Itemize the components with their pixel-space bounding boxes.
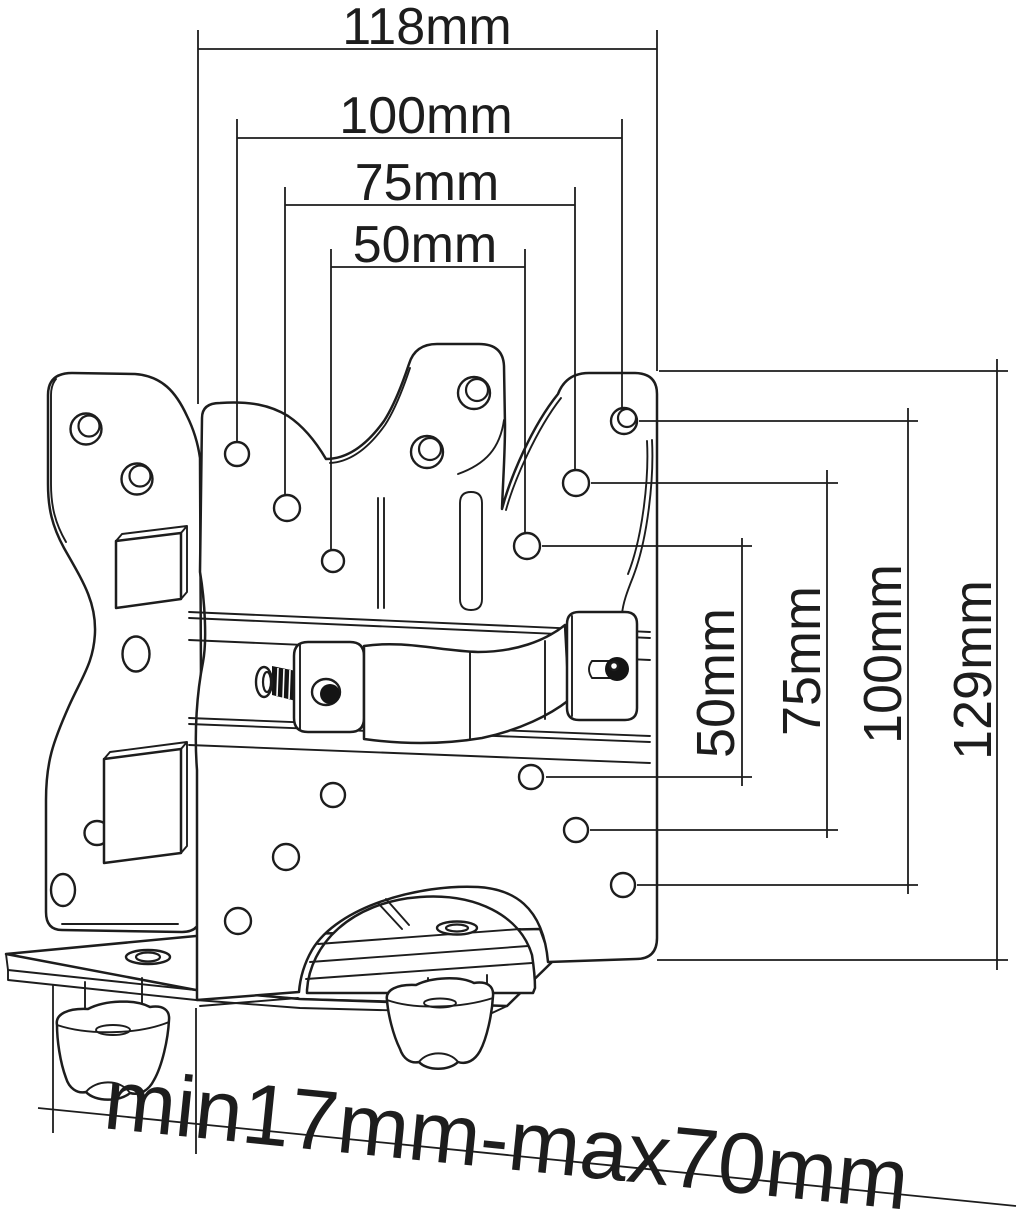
thumb-screw-left-knob bbox=[55, 1000, 171, 1101]
base-screw-slot-left bbox=[124, 948, 172, 966]
rear-plate-left-hole-top bbox=[69, 412, 103, 446]
right-bend-line-1 bbox=[621, 439, 654, 615]
dim-label-129mm-right: 129mm bbox=[943, 580, 1003, 760]
rear-plate-left-hole-2-inner bbox=[128, 464, 152, 488]
dimension-75mm-top: 75mm bbox=[284, 154, 576, 495]
rear-plate-left-hole-top-inner bbox=[77, 414, 101, 438]
dimension-118mm: 118mm bbox=[197, 0, 658, 404]
dimension-clamp-range: min17mm-max70mm bbox=[37, 984, 1017, 1215]
cpu-rest-screw-slot bbox=[435, 920, 479, 936]
dimension-50mm-right: 50mm bbox=[542, 538, 752, 786]
dimension-129mm-right: 129mm bbox=[657, 359, 1008, 970]
vesa-hole-50-right bbox=[512, 531, 542, 561]
thumb-screw-left-hub bbox=[95, 1024, 131, 1036]
cpu-rest-slider bbox=[305, 895, 537, 995]
thumb-screw-left-rim bbox=[56, 1021, 170, 1034]
clamp-assembly bbox=[254, 610, 639, 745]
thumb-screw-right-notch bbox=[418, 1052, 459, 1063]
dimension-100mm-top: 100mm bbox=[236, 87, 623, 442]
base-screw-slot-left-inner bbox=[134, 951, 162, 963]
clamp-screw-head-inner bbox=[261, 670, 273, 694]
thumb-screw-right-hub bbox=[423, 997, 457, 1009]
vesa-hole-100-right bbox=[609, 406, 639, 436]
dimension-100mm-right: 100mm bbox=[637, 408, 918, 894]
cpu-rest-screw-slot-inner bbox=[444, 923, 470, 933]
rear-plate-left-hole-2 bbox=[120, 462, 154, 496]
right-valley-echo bbox=[505, 397, 562, 511]
clamp-screw-thread-lines bbox=[276, 667, 291, 700]
vesa-hole-50-left bbox=[320, 548, 346, 574]
vesa-hole-75-right bbox=[561, 468, 591, 498]
vesa-hole-75-right-bottom bbox=[562, 816, 590, 844]
vesa-hole-75-left bbox=[272, 493, 302, 523]
clamp-left-pin bbox=[320, 684, 340, 704]
hump-hole-low-inner bbox=[417, 436, 443, 462]
thumb-screw-left bbox=[55, 977, 171, 1101]
thumb-screw-right-rim bbox=[386, 997, 494, 1008]
cpu-rest-slider-layer-3 bbox=[305, 962, 533, 980]
right-bend-line-2 bbox=[627, 440, 649, 575]
vesa-hole-100-left bbox=[223, 440, 251, 468]
bottom-edge-echo bbox=[199, 997, 299, 1007]
vesa-hole-100-right-inner bbox=[616, 407, 638, 429]
clamp-right-pin-highlight bbox=[608, 660, 620, 672]
thumb-screw-right bbox=[385, 974, 495, 1070]
rear-plate-left-edge-echo bbox=[50, 378, 67, 543]
vesa-hole-100-left-bottom bbox=[223, 906, 253, 936]
cpu-rest-slider-tab bbox=[377, 898, 410, 930]
dim-label-clamp-range: min17mm-max70mm bbox=[100, 1051, 913, 1215]
dimension-75mm-right: 75mm bbox=[590, 470, 838, 838]
clamp-screw bbox=[254, 665, 296, 701]
rear-plate-left bbox=[44, 371, 204, 934]
hump-hole-top-inner bbox=[464, 377, 490, 403]
vesa-hole-50-left-bottom bbox=[319, 781, 347, 809]
thumb-screw-left-notch bbox=[85, 1081, 131, 1094]
center-slot bbox=[459, 491, 483, 611]
rear-plate-left-slot-upper bbox=[114, 525, 188, 610]
vesa-hole-50-right-bottom bbox=[517, 763, 545, 791]
base-plate-front-edge bbox=[7, 969, 197, 991]
vesa-hole-75-left-bottom bbox=[271, 842, 301, 872]
dim-label-100mm-top: 100mm bbox=[339, 87, 512, 145]
dimension-50mm-top: 50mm bbox=[330, 216, 526, 550]
center-crease bbox=[377, 497, 385, 609]
rear-plate-left-hole-low2 bbox=[49, 872, 77, 908]
cpu-rest-slider-body bbox=[305, 895, 537, 995]
dim-label-50mm-top: 50mm bbox=[353, 216, 497, 274]
rear-plate-left-slot-lower bbox=[102, 741, 188, 865]
rear-plate-left-hole-mid bbox=[121, 635, 151, 673]
dim-label-75mm-right: 75mm bbox=[772, 586, 832, 736]
cpu-rest-slider-layer-2 bbox=[309, 945, 529, 963]
dim-label-100mm-right: 100mm bbox=[853, 564, 913, 744]
vesa-hole-100-right-bottom bbox=[609, 871, 637, 899]
dim-label-75mm-top: 75mm bbox=[355, 154, 499, 212]
hump-left-fold-echo bbox=[329, 367, 411, 464]
hump-right-fold bbox=[457, 419, 505, 475]
dim-label-50mm-right: 50mm bbox=[686, 608, 746, 758]
clamp-right-ear bbox=[565, 610, 639, 722]
cpu-rest-slider-layer-1 bbox=[317, 928, 521, 945]
dim-label-118mm: 118mm bbox=[342, 0, 512, 56]
thumb-screw-right-knob bbox=[385, 977, 495, 1070]
